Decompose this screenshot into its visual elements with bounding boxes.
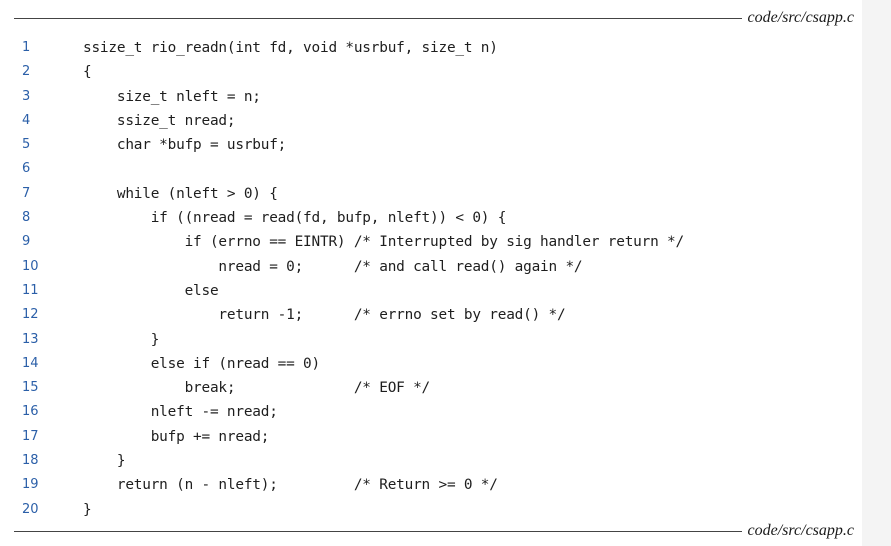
code-line: 1 ssize_t rio_readn(int fd, void *usrbuf,… [0,36,862,60]
code-line: 7 while (nleft > 0) { [0,182,862,206]
code-line: 16 nleft -= nread; [0,400,862,424]
line-text: while (nleft > 0) { [83,185,278,202]
code-line: 2{ [0,60,862,84]
line-number: 13 [22,331,39,347]
line-text: if (errno == EINTR) /* Interrupted by si… [83,234,685,251]
line-number: 9 [22,234,31,250]
line-number: 7 [22,185,31,201]
header-file-label: code/src/csapp.c [747,9,854,26]
code-line: 15 break; /* EOF */ [0,376,862,400]
code-line: 8 if ((nread = read(fd, bufp, nleft)) < … [0,206,862,230]
line-text: else if (nread == 0) [83,355,320,372]
line-text: } [83,501,92,518]
line-text: return -1; /* errno set by read() */ [83,307,566,324]
line-number: 14 [22,355,39,371]
code-line: 6 [0,157,862,181]
code-line: 10 nread = 0; /* and call read() again *… [0,255,862,279]
line-text: size_t nleft = n; [83,88,261,105]
line-text: return (n - nleft); /* Return >= 0 */ [83,477,498,494]
line-text: nleft -= nread; [83,404,278,421]
code-line: 19 return (n - nleft); /* Return >= 0 */ [0,473,862,497]
line-number: 6 [22,161,31,177]
line-number: 11 [22,282,39,298]
footer-file-label: code/src/csapp.c [747,522,854,539]
line-number: 18 [22,453,39,469]
code-line: 20} [0,498,862,522]
code-listing: 1 ssize_t rio_readn(int fd, void *usrbuf,… [0,36,862,522]
code-line: 11 else [0,279,862,303]
line-number: 17 [22,428,39,444]
line-number: 15 [22,380,39,396]
line-number: 2 [22,64,31,80]
line-text: if ((nread = read(fd, bufp, nleft)) < 0)… [83,210,507,227]
header-divider-line [14,17,742,19]
page-margin [862,0,891,546]
line-text: } [83,453,126,470]
line-text: ssize_t rio_readn(int fd, void *usrbuf, … [83,40,498,56]
header-rule: code/src/csapp.c [14,6,854,30]
line-number: 19 [22,477,39,493]
line-number: 10 [22,258,39,274]
line-number: 8 [22,210,31,226]
line-text: { [83,64,92,81]
code-line: 18 } [0,449,862,473]
line-text: nread = 0; /* and call read() again */ [83,258,583,275]
code-line: 13 } [0,328,862,352]
code-line: 14 else if (nread == 0) [0,352,862,376]
line-number: 5 [22,137,31,153]
code-line: 4 ssize_t nread; [0,109,862,133]
code-line: 17 bufp += nread; [0,425,862,449]
line-text: ssize_t nread; [83,112,236,129]
line-text: } [83,331,160,348]
document-page: code/src/csapp.c 1 ssize_t rio_readn(int … [0,0,862,546]
line-number: 3 [22,88,31,104]
line-text: break; /* EOF */ [83,380,431,397]
footer-rule: code/src/csapp.c [14,519,854,543]
line-text: else [83,282,219,299]
line-number: 20 [22,501,39,517]
footer-divider-line [14,530,742,532]
code-line: 5 char *bufp = usrbuf; [0,133,862,157]
code-line: 9 if (errno == EINTR) /* Interrupted by … [0,230,862,254]
line-number: 12 [22,307,39,323]
line-text: bufp += nread; [83,428,270,445]
line-number: 4 [22,112,31,128]
line-number: 16 [22,404,39,420]
line-number: 1 [22,40,31,55]
code-line: 12 return -1; /* errno set by read() */ [0,303,862,327]
code-line: 3 size_t nleft = n; [0,85,862,109]
line-text: char *bufp = usrbuf; [83,137,287,154]
